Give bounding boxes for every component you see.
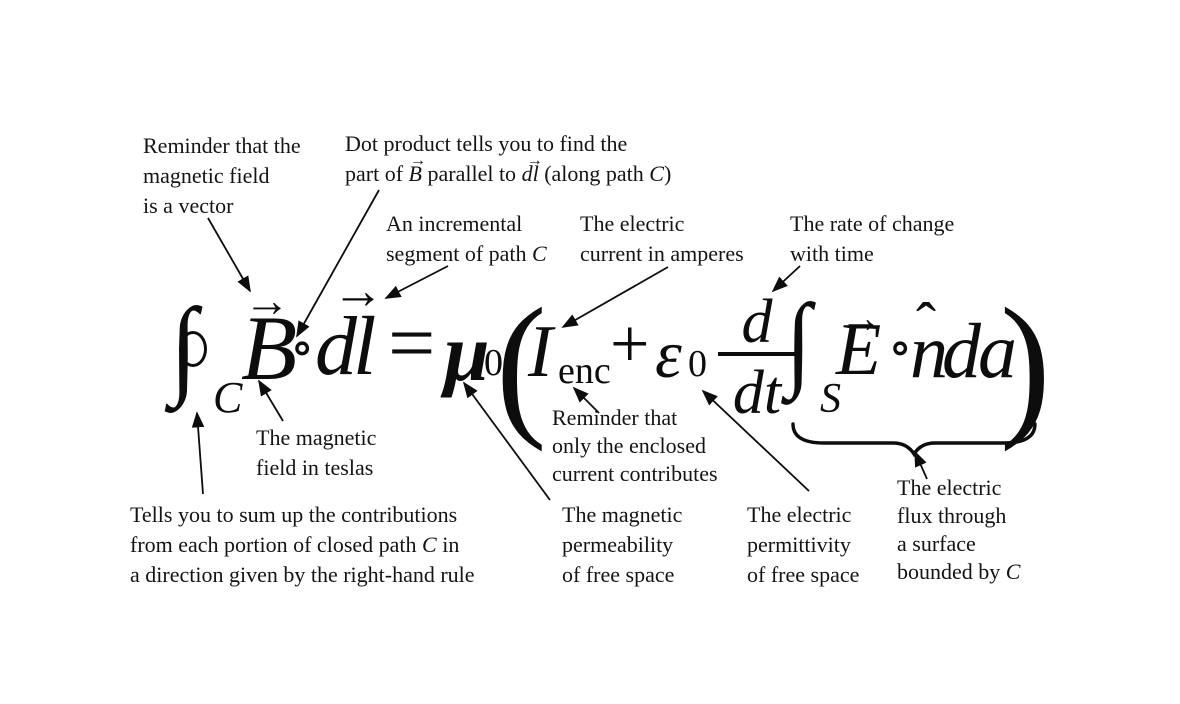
dl-segment: dl — [315, 300, 376, 393]
contour-path-label: C — [213, 373, 243, 422]
note-rate-of-change: The rate of change with time — [790, 209, 954, 269]
note-line: permittivity — [747, 532, 851, 557]
time-derivative: d dt — [718, 288, 796, 427]
italic-path-label: C — [649, 161, 664, 186]
surface-integral: ∫ — [786, 282, 812, 400]
derivative-denominator: dt — [732, 359, 782, 427]
note-line: The magnetic — [562, 502, 683, 527]
note-line: bounded by C — [897, 559, 1021, 584]
arrow-to-dl — [384, 265, 449, 299]
unit-normal-n: n — [910, 310, 948, 394]
note-line: flux through — [897, 503, 1007, 528]
note-line: field in teslas — [256, 455, 374, 480]
inline-vector-B: →B — [409, 152, 426, 189]
note-line: a surface — [897, 531, 976, 556]
note-line: of free space — [747, 562, 860, 587]
note-line: a direction given by the right-hand rule — [130, 562, 475, 587]
note-line: with time — [790, 241, 874, 266]
italic-path-label: C — [422, 532, 437, 557]
note-enclosed-current: Reminder that only the enclosed current … — [552, 404, 718, 488]
vector-arrow-over-E: → — [840, 296, 882, 342]
note-line: The electric — [747, 502, 852, 527]
contour-circle — [179, 331, 207, 367]
note-line: part of →B parallel to →dl (along path C… — [345, 152, 671, 189]
note-sum-contributions: Tells you to sum up the contributions fr… — [130, 500, 475, 590]
epsilon-zero: ε — [655, 316, 682, 392]
plus-sign: + — [610, 306, 650, 383]
field-B: B — [241, 297, 298, 399]
note-incremental-segment: An incremental segment of path C — [386, 209, 547, 269]
note-magnetic-field-teslas: The magnetic field in teslas — [256, 423, 376, 483]
note-line: current contributes — [552, 461, 718, 486]
note-line: Reminder that the — [143, 133, 301, 158]
dot-operator-2: ∘ — [888, 319, 913, 375]
close-paren: ) — [1000, 275, 1051, 452]
note-line: current in amperes — [580, 241, 744, 266]
note-line: is a vector — [143, 193, 234, 218]
inline-vector-dl: →dl — [522, 152, 543, 189]
note-line: Tells you to sum up the contributions — [130, 502, 458, 527]
field-E: E — [836, 309, 882, 391]
mu-zero-subscript: 0 — [484, 342, 503, 384]
vector-arrow-icon: → — [526, 152, 543, 169]
note-vector-reminder: Reminder that the magnetic field is a ve… — [143, 131, 301, 221]
equals-sign: = — [388, 297, 436, 390]
note-line: The electric — [897, 475, 1002, 500]
note-line: of free space — [562, 562, 675, 587]
note-line: An incremental — [386, 211, 523, 236]
note-line: magnetic field — [143, 163, 270, 188]
derivative-numerator: d — [741, 288, 773, 356]
vector-arrow-icon: → — [409, 152, 426, 169]
italic-path-label: C — [1005, 559, 1021, 584]
surface-label: S — [820, 376, 841, 422]
dot-operator: ∘ — [290, 319, 315, 375]
arrow-to-contour-integral — [191, 411, 205, 495]
note-permittivity: The electric permittivity of free space — [747, 500, 859, 590]
note-line: permeability — [562, 532, 674, 557]
note-dot-product: Dot product tells you to find the part o… — [345, 129, 671, 189]
note-line: The rate of change — [790, 211, 955, 236]
note-line: segment of path C — [386, 241, 547, 266]
note-line: Dot product tells you to find the — [345, 131, 628, 156]
vector-arrow-over-B: → — [244, 275, 290, 326]
note-line: Reminder that — [552, 405, 678, 430]
enc-subscript: enc — [558, 350, 611, 392]
note-line: only the enclosed — [552, 433, 706, 458]
hat-accent: ˆ — [916, 291, 936, 357]
epsilon-zero-subscript: 0 — [688, 343, 707, 385]
note-line: from each portion of closed path C in — [130, 532, 460, 557]
fraction-bar — [718, 352, 796, 356]
note-electric-flux: The electric flux through a surface boun… — [897, 474, 1020, 586]
enclosed-current-I: I — [528, 311, 553, 393]
note-electric-current: The electric current in amperes — [580, 209, 744, 269]
area-element-da: da — [942, 307, 1017, 394]
flux-underbrace-path — [791, 422, 1037, 457]
note-permeability: The magnetic permeability of free space — [562, 500, 682, 590]
note-line: The electric — [580, 211, 685, 236]
mu-zero: μ — [444, 307, 490, 398]
italic-path-label: C — [532, 241, 547, 266]
note-line: The magnetic — [256, 425, 377, 450]
